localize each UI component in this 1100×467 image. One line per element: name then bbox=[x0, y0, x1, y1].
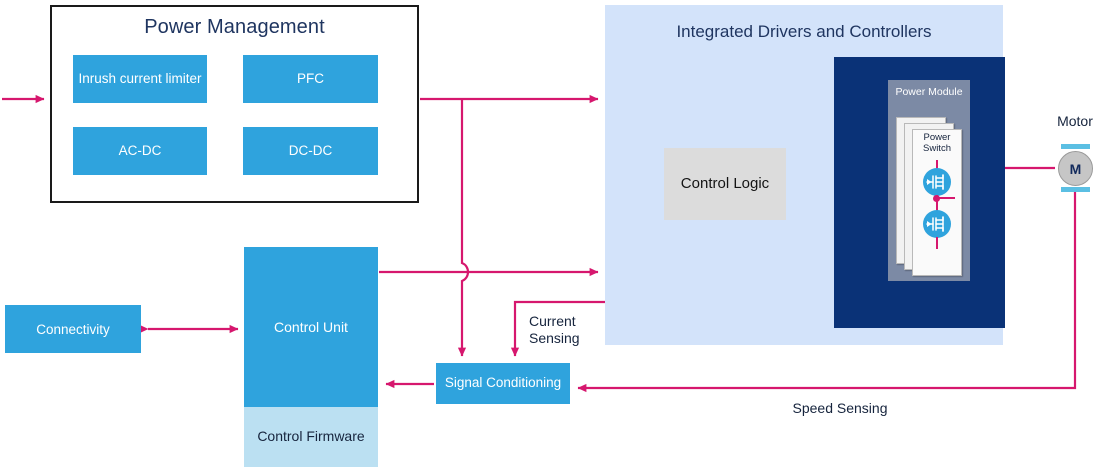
block-connectivity[interactable]: Connectivity bbox=[5, 305, 141, 353]
mosfet-junction-dot bbox=[933, 195, 940, 202]
block-inrush-current-limiter[interactable]: Inrush current limiter bbox=[73, 55, 207, 103]
label-speed-sensing: Speed Sensing bbox=[792, 400, 888, 416]
block-pfc[interactable]: PFC bbox=[243, 55, 378, 103]
motor-label: Motor bbox=[1057, 113, 1093, 129]
label-current-sensing: Current Sensing bbox=[529, 313, 580, 346]
integrated-drivers-title: Integrated Drivers and Controllers bbox=[676, 22, 932, 41]
block-control-logic[interactable]: Control Logic bbox=[664, 148, 786, 220]
block-ac-dc[interactable]: AC-DC bbox=[73, 127, 207, 175]
mosfet-glyph bbox=[926, 216, 944, 232]
motor-terminal-bottom bbox=[1061, 187, 1090, 192]
mosfet-wire-mid bbox=[936, 195, 938, 211]
block-control-firmware[interactable]: Control Firmware bbox=[244, 407, 378, 467]
block-control-unit[interactable]: Control Unit bbox=[244, 247, 378, 407]
motor-icon: M bbox=[1058, 151, 1093, 186]
block-signal-conditioning[interactable]: Signal Conditioning bbox=[436, 363, 570, 404]
mosfet-output-tap bbox=[937, 197, 955, 199]
power-switch-label: Power Switch bbox=[923, 132, 951, 154]
wire-pm-to-signal-conditioning bbox=[457, 100, 470, 357]
mosfet-glyph bbox=[926, 174, 944, 190]
power-module-label: Power Module bbox=[895, 86, 963, 98]
mosfet-wire-top bbox=[936, 160, 938, 170]
mosfet-icon-high-side bbox=[923, 168, 951, 196]
power-management-title: Power Management bbox=[144, 16, 325, 38]
motor-terminal-top bbox=[1061, 144, 1090, 149]
mosfet-icon-low-side bbox=[923, 210, 951, 238]
mosfet-wire-bottom bbox=[936, 237, 938, 249]
block-dc-dc[interactable]: DC-DC bbox=[243, 127, 378, 175]
